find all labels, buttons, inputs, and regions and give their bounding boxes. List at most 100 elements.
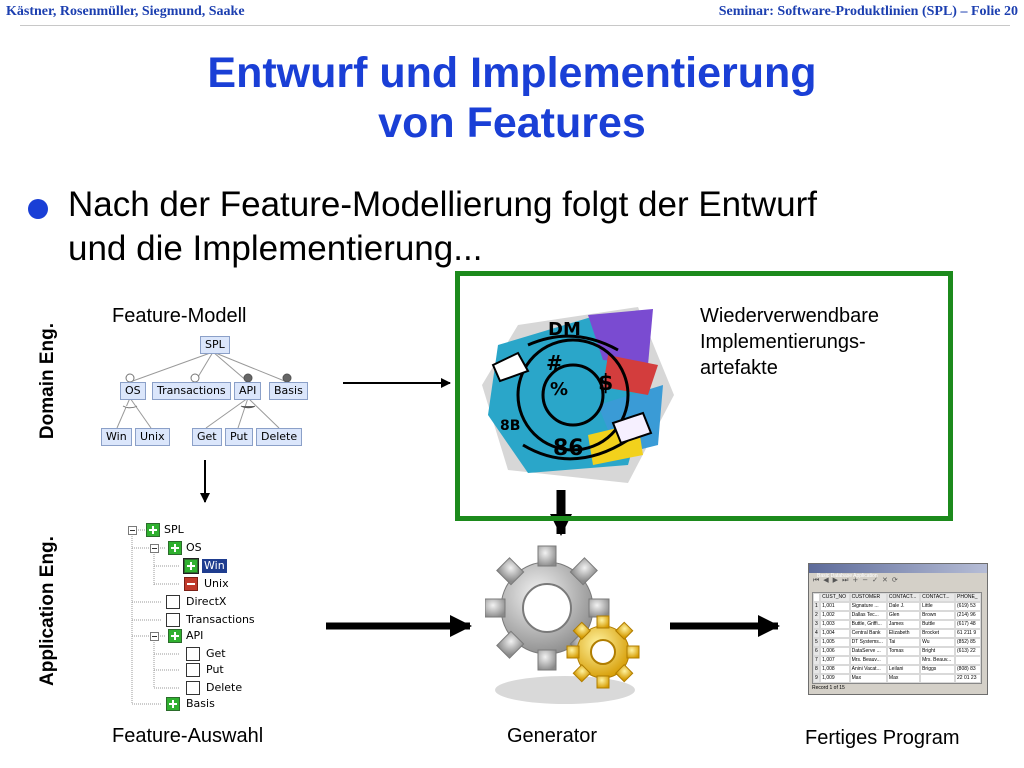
grid-cell[interactable]: 1,005 <box>820 638 850 647</box>
tree-expander-os[interactable] <box>150 544 159 553</box>
grid-cell[interactable]: 61 211 9 <box>955 629 981 638</box>
tree-label-directx[interactable]: DirectX <box>186 595 227 608</box>
tree-checkbox-api[interactable] <box>168 629 182 643</box>
grid-cell[interactable]: Bright <box>920 647 956 656</box>
tree-checkbox-transactions[interactable] <box>166 613 180 627</box>
tree-label-get[interactable]: Get <box>206 647 226 660</box>
grid-cell[interactable]: 1,004 <box>820 629 850 638</box>
tree-checkbox-win[interactable] <box>184 559 198 573</box>
grid-cell[interactable]: (852) 85 <box>955 638 981 647</box>
grid-cell[interactable]: Leilani <box>886 665 921 674</box>
grid-cell[interactable]: Mrs. Beauv... <box>849 656 887 665</box>
grid-cell[interactable]: Max <box>886 674 921 683</box>
svg-text:#: # <box>546 351 563 375</box>
grid-cell[interactable]: Brocket <box>920 629 956 638</box>
fm-node-spl: SPL <box>200 336 230 354</box>
tree-label-transactions[interactable]: Transactions <box>186 613 255 626</box>
tree-checkbox-os[interactable] <box>168 541 182 555</box>
grid-cell[interactable]: Wu <box>920 638 956 647</box>
tree-label-os[interactable]: OS <box>186 541 202 554</box>
grid-cell[interactable]: 1,008 <box>820 665 850 674</box>
grid-cell[interactable]: Central Bank <box>849 629 887 638</box>
grid-cell[interactable] <box>886 656 921 665</box>
grid-cell[interactable]: Tomas <box>886 647 921 656</box>
grid-cell[interactable] <box>955 656 981 665</box>
grid-column-header[interactable]: CONTACT... <box>886 593 921 602</box>
grid-cell[interactable]: DT Systems... <box>849 638 887 647</box>
tree-label-basis[interactable]: Basis <box>186 697 215 710</box>
fm-node-put: Put <box>225 428 253 446</box>
tree-expander-api[interactable] <box>150 632 159 641</box>
fm-node-basis: Basis <box>269 382 308 400</box>
grid-cell[interactable]: Anini Vacat... <box>849 665 887 674</box>
grid-cell[interactable]: Buttle <box>920 620 956 629</box>
tree-label-put[interactable]: Put <box>206 663 224 676</box>
bullet-text: Nach der Feature-Modellierung folgt der … <box>68 183 968 271</box>
header-seminar: Seminar: Software-Produktlinien (SPL) – … <box>718 4 1018 19</box>
grid-cell[interactable]: Dallas Tec... <box>849 611 887 620</box>
tree-label-unix[interactable]: Unix <box>204 577 229 590</box>
grid-row-number: 3 <box>813 620 821 629</box>
grid-cell[interactable]: (617) 48 <box>955 620 981 629</box>
tree-checkbox-spl[interactable] <box>146 523 160 537</box>
grid-cell[interactable]: 1,006 <box>820 647 850 656</box>
tree-checkbox-delete[interactable] <box>186 681 200 695</box>
grid-cell[interactable]: Briggs <box>920 665 956 674</box>
grid-cell[interactable]: Mrs. Beauv... <box>920 656 956 665</box>
bullet-icon <box>28 199 48 219</box>
slide-title-line2: von Features <box>378 99 646 147</box>
grid-cell[interactable]: Glen <box>886 611 921 620</box>
grid-cell[interactable]: (613) 22 <box>955 647 981 656</box>
grid-column-header[interactable]: PHONE_ <box>955 593 981 602</box>
grid-cell[interactable]: Max <box>849 674 887 683</box>
grid-cell[interactable]: Tai <box>886 638 921 647</box>
grid-corner <box>813 593 821 602</box>
grid-cell[interactable]: 1,001 <box>820 602 850 611</box>
tree-checkbox-directx[interactable] <box>166 595 180 609</box>
tree-checkbox-put[interactable] <box>186 663 200 677</box>
grid-cell[interactable] <box>920 674 956 683</box>
clipart-illustration: DM # $ 86 % 8B <box>482 307 674 483</box>
grid-cell[interactable]: Signature ... <box>849 602 887 611</box>
grid-row-number: 2 <box>813 611 821 620</box>
grid-cell[interactable]: 1,003 <box>820 620 850 629</box>
grid-cell[interactable]: James <box>886 620 921 629</box>
tree-checkbox-get[interactable] <box>186 647 200 661</box>
grid-cell[interactable]: 22 01 23 <box>955 674 981 683</box>
grid-cell[interactable]: (808) 83 <box>955 665 981 674</box>
grid-column-header[interactable]: CUST_NO <box>820 593 850 602</box>
grid-cell[interactable]: Brown <box>920 611 956 620</box>
tree-checkbox-unix[interactable] <box>184 577 198 591</box>
grid-cell[interactable]: Buttle, Griffi... <box>849 620 887 629</box>
svg-text:8B: 8B <box>500 418 520 434</box>
grid-row-number: 7 <box>813 656 821 665</box>
grid-cell[interactable]: 1,009 <box>820 674 850 683</box>
tree-label-spl[interactable]: SPL <box>164 523 184 536</box>
tree-label-win[interactable]: Win <box>202 559 227 573</box>
tree-label-api[interactable]: API <box>186 629 204 642</box>
tree-label-delete[interactable]: Delete <box>206 681 243 694</box>
grid-cell[interactable]: (619) 53 <box>955 602 981 611</box>
grid-cell[interactable]: (214) 96 <box>955 611 981 620</box>
grid-column-header[interactable]: CONTACT... <box>920 593 956 602</box>
grid-cell[interactable]: Elizabeth <box>886 629 921 638</box>
fm-node-get: Get <box>192 428 222 446</box>
grid-cell[interactable]: Little <box>920 602 956 611</box>
tree-checkbox-basis[interactable] <box>166 697 180 711</box>
grid-cell[interactable]: 1,007 <box>820 656 850 665</box>
grid-cell[interactable]: 1,002 <box>820 611 850 620</box>
grid-cell[interactable]: DataServe ... <box>849 647 887 656</box>
tree-expander-spl[interactable] <box>128 526 137 535</box>
grid-cell[interactable]: Dale J. <box>886 602 921 611</box>
grid-column-header[interactable]: CUSTOMER <box>849 593 887 602</box>
